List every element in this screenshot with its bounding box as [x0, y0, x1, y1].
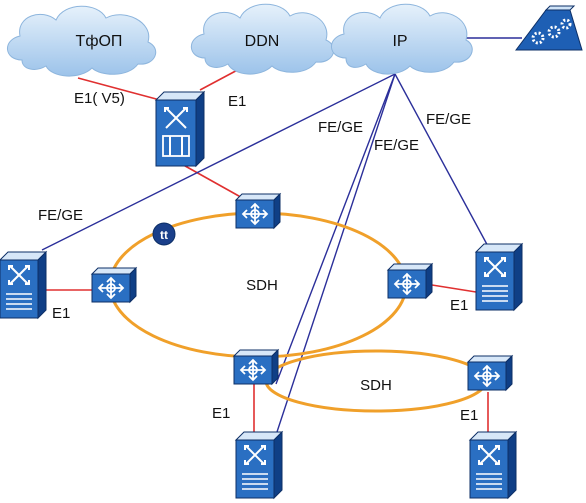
- access-switch[interactable]: [154, 90, 206, 168]
- label-e1-right: E1: [450, 297, 468, 314]
- label-fe-ge-left: FE/GE: [38, 207, 83, 224]
- link-ip-left-server[interactable]: [41, 73, 396, 251]
- label-e1-left: E1: [52, 305, 70, 322]
- cloud-icon: [331, 3, 473, 75]
- adm-left[interactable]: [91, 267, 137, 303]
- label-sdh-main: SDH: [246, 277, 278, 294]
- clock-signal-icon: tt: [152, 222, 176, 246]
- label-e1-bottom-right: E1: [460, 407, 478, 424]
- server-left[interactable]: [0, 251, 47, 319]
- adm-sub-right[interactable]: [467, 355, 513, 391]
- server-right[interactable]: [475, 243, 523, 311]
- link-right-adm-server[interactable]: [431, 284, 477, 293]
- link-switch-top-adm[interactable]: [177, 161, 247, 201]
- cloud-ddn[interactable]: DDN: [190, 3, 335, 75]
- switch-icon: [162, 107, 190, 157]
- cloud-icon: [7, 5, 157, 77]
- link-ip-bottom-server[interactable]: [274, 73, 396, 439]
- cloud-ip[interactable]: IP: [331, 3, 473, 75]
- blue-links: [41, 37, 522, 439]
- cloud-pstn[interactable]: ТфОП: [7, 5, 157, 77]
- svg-text:tt: tt: [160, 228, 168, 242]
- label-e1-ddn: E1: [228, 93, 246, 110]
- link-pstn-switch[interactable]: [77, 77, 161, 101]
- link-ip-right-server[interactable]: [394, 73, 491, 251]
- link-ip-sub-adm[interactable]: [275, 73, 396, 385]
- label-fe-ge-right: FE/GE: [426, 111, 471, 128]
- gear-cluster-device[interactable]: [515, 5, 583, 51]
- adm-bottom[interactable]: [233, 349, 279, 385]
- server-bottom-left[interactable]: [235, 431, 283, 499]
- cloud-pstn-label: ТфОП: [76, 33, 123, 50]
- cloud-ip-label: IP: [392, 33, 407, 50]
- label-sdh-sub: SDH: [360, 377, 392, 394]
- server-bottom-right[interactable]: [469, 431, 517, 499]
- label-fe-ge-mid: FE/GE: [318, 119, 363, 136]
- adm-right[interactable]: [387, 263, 433, 299]
- label-fe-ge-center: FE/GE: [374, 137, 419, 154]
- label-e1-v5: E1( V5): [74, 90, 125, 107]
- cloud-icon: [190, 3, 335, 75]
- label-e1-bottom-left: E1: [212, 405, 230, 422]
- adm-top[interactable]: [235, 193, 281, 229]
- cloud-ddn-label: DDN: [245, 33, 280, 50]
